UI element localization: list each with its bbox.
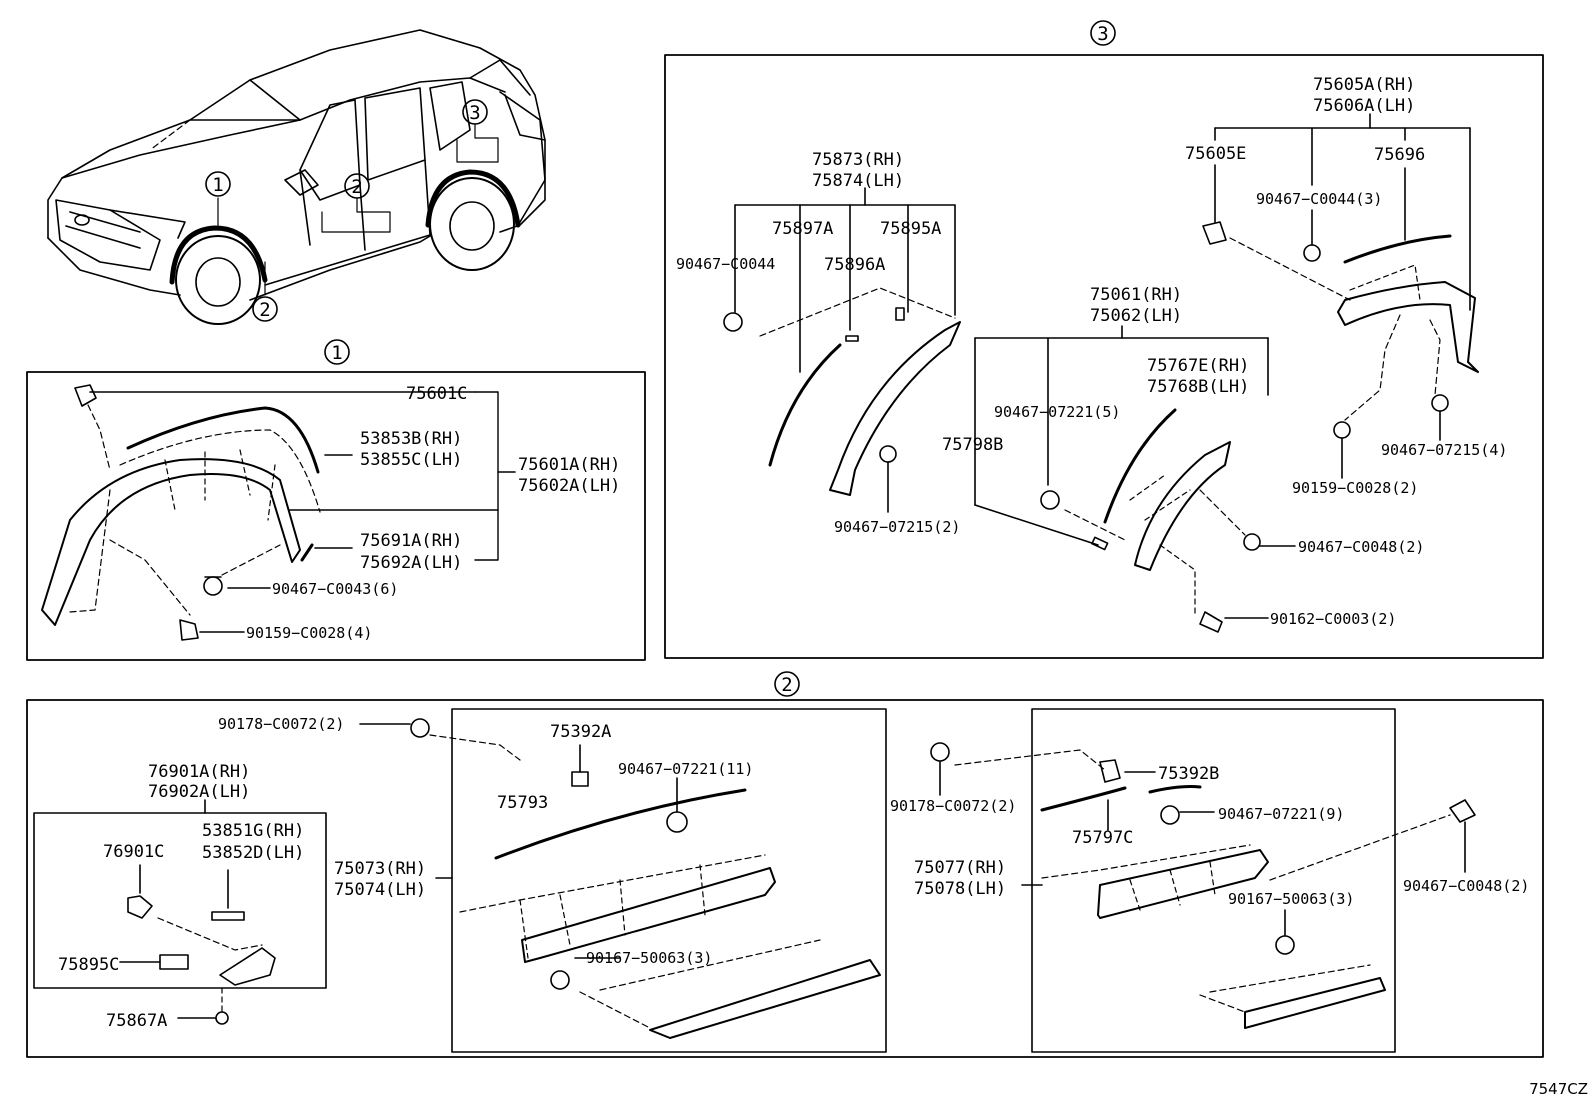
part-75895C: 75895C	[58, 955, 119, 975]
part-90467-07215-4: 90467−07215(4)	[1381, 441, 1507, 459]
section-2-box	[26, 699, 1544, 1058]
part-90167-50063-right: 90167−50063(3)	[1228, 890, 1354, 908]
part-90167-50063-left: 90167−50063(3)	[586, 949, 712, 967]
part-53853B: 53853B(RH)	[360, 429, 462, 449]
section-2-inner-right-box	[1031, 708, 1396, 1053]
part-76901C: 76901C	[103, 842, 164, 862]
section-2-inner-left-box	[33, 812, 327, 989]
part-75606A: 75606A(LH)	[1313, 96, 1415, 116]
car-marker-1: 1	[212, 174, 223, 196]
part-75873: 75873(RH)	[812, 150, 904, 170]
section-3-marker-circle	[1090, 20, 1116, 46]
part-75692A: 75692A(LH)	[360, 553, 462, 573]
part-75605A: 75605A(RH)	[1313, 75, 1415, 95]
car-marker-3: 3	[469, 102, 480, 124]
part-90178-C0072-left: 90178−C0072(2)	[218, 715, 344, 733]
part-75691A: 75691A(RH)	[360, 531, 462, 551]
part-75768B: 75768B(LH)	[1147, 377, 1249, 397]
part-90467-07221-9: 90467−07221(9)	[1218, 805, 1344, 823]
part-75696: 75696	[1374, 145, 1425, 165]
part-90467-C0048-2: 90467−C0048(2)	[1298, 538, 1424, 556]
car-marker-2a-circle	[344, 173, 370, 199]
part-90467-07221-5: 90467−07221(5)	[994, 403, 1120, 421]
car-marker-1-circle	[205, 171, 231, 197]
part-75392B: 75392B	[1158, 764, 1219, 784]
part-75605E: 75605E	[1185, 144, 1246, 164]
part-90159-C0028-2: 90159−C0028(2)	[1292, 479, 1418, 497]
section-1-parts	[41, 384, 516, 641]
part-53855C: 53855C(LH)	[360, 450, 462, 470]
car-marker-3-circle	[462, 99, 488, 125]
car-marker-2a: 2	[351, 176, 362, 198]
section-2-marker-circle	[774, 671, 800, 697]
part-75061: 75061(RH)	[1090, 285, 1182, 305]
part-75602A: 75602A(LH)	[518, 476, 620, 496]
part-53851G: 53851G(RH)	[202, 821, 304, 841]
part-75073: 75073(RH)	[334, 859, 426, 879]
section-3-box	[664, 54, 1544, 659]
part-76901A: 76901A(RH)	[148, 762, 250, 782]
section-2-inner-middle-box	[451, 708, 887, 1053]
part-75077: 75077(RH)	[914, 858, 1006, 878]
part-75867A: 75867A	[106, 1011, 167, 1031]
part-75767E: 75767E(RH)	[1147, 356, 1249, 376]
part-90467-07221-11: 90467−07221(11)	[618, 760, 753, 778]
section-1-marker-circle	[324, 339, 350, 365]
part-75392A: 75392A	[550, 722, 611, 742]
section-2-parts	[119, 718, 1476, 1039]
part-75896A: 75896A	[824, 255, 885, 275]
car-marker-2b-circle	[252, 296, 278, 322]
part-90467-07215-2: 90467−07215(2)	[834, 518, 960, 536]
diagram-code: 7547CZ	[1529, 1080, 1588, 1098]
section-3-marker: 3	[1097, 23, 1108, 45]
part-90467-C0043: 90467−C0043(6)	[272, 580, 398, 598]
part-75793: 75793	[497, 793, 548, 813]
section-2-marker: 2	[781, 674, 792, 696]
part-75895A: 75895A	[880, 219, 941, 239]
part-76902A: 76902A(LH)	[148, 782, 250, 802]
part-90467-C0044-3: 90467−C0044(3)	[1256, 190, 1382, 208]
section-3-parts	[723, 113, 1479, 633]
part-75601C: 75601C	[406, 384, 467, 404]
part-90467-C0044: 90467−C0044	[676, 255, 775, 273]
part-90178-C0072-right: 90178−C0072(2)	[890, 797, 1016, 815]
part-75874: 75874(LH)	[812, 171, 904, 191]
part-90162-C0003-2: 90162−C0003(2)	[1270, 610, 1396, 628]
part-75897A: 75897A	[772, 219, 833, 239]
part-75074: 75074(LH)	[334, 880, 426, 900]
part-90159-C0028: 90159−C0028(4)	[246, 624, 372, 642]
part-75078: 75078(LH)	[914, 879, 1006, 899]
vehicle-overview	[47, 29, 546, 325]
part-75062: 75062(LH)	[1090, 306, 1182, 326]
car-marker-2b: 2	[259, 299, 270, 321]
part-90467-C0048-right: 90467−C0048(2)	[1403, 877, 1529, 895]
part-75797C: 75797C	[1072, 828, 1133, 848]
part-75601A: 75601A(RH)	[518, 455, 620, 475]
section-1-marker: 1	[331, 342, 342, 364]
section-1-box	[26, 371, 646, 661]
part-75798B: 75798B	[942, 435, 1003, 455]
part-53852D: 53852D(LH)	[202, 843, 304, 863]
